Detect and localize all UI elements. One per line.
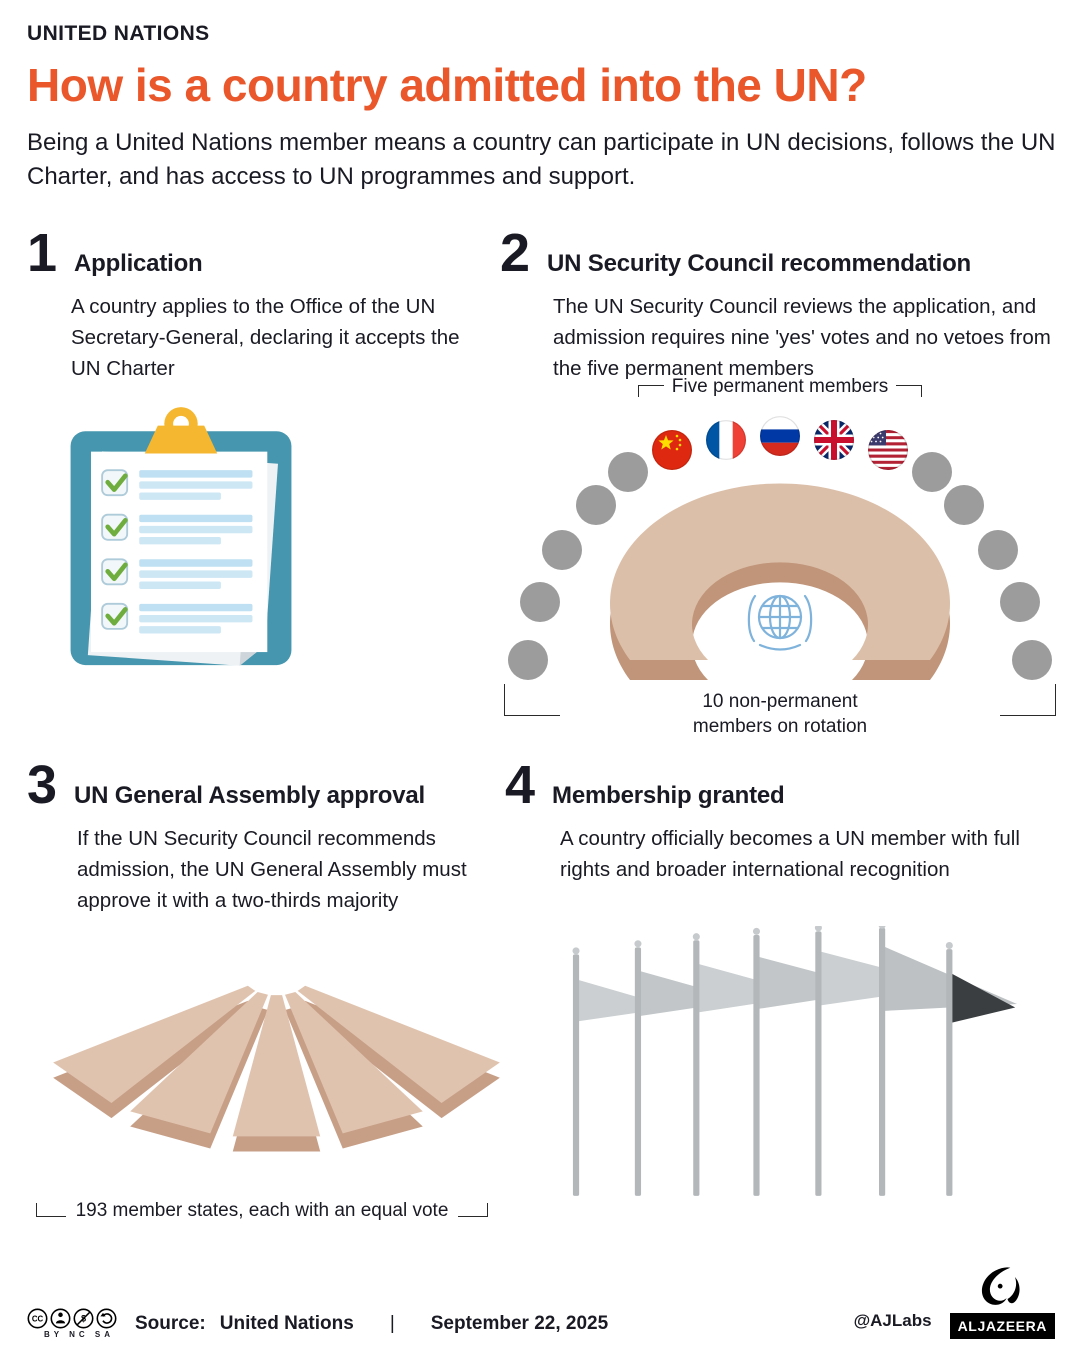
step-title: UN General Assembly approval [74,782,426,809]
member-states-label: 193 member states, each with an equal vo… [27,1200,497,1222]
uk-flag-icon [814,420,854,460]
step-body: A country applies to the Office of the U… [71,295,460,380]
horseshoe-table-icon [610,483,950,680]
cc-license: CC $ [27,1308,117,1339]
page-title: How is a country admitted into the UN? [27,59,867,111]
bracket-line [1000,684,1056,716]
aljazeera-wordmark: ALJAZEERA [949,1313,1055,1339]
non-permanent-seat-icon [508,640,548,680]
clipboard-icon [70,407,292,666]
cc-by-icon [50,1308,71,1329]
non-permanent-seat-icon [520,582,560,622]
step-body: A country officially becomes a UN member… [560,827,1020,881]
un-emblem-icon [747,594,813,651]
step-general-assembly: 3 UN General Assembly approval If the UN… [27,758,525,1333]
aljazeera-brand: ALJAZEERA [949,1265,1055,1339]
permanent-members-label: Five permanent members [500,376,1060,400]
clipboard-illustration [65,388,297,691]
footer: CC $ [27,1265,1055,1339]
publish-date: September 22, 2025 [430,1312,609,1334]
security-council-illustration: Five permanent members [500,376,1060,744]
general-assembly-illustration [49,963,504,1162]
bracket-line [896,385,923,397]
step-header: 2 UN Security Council recommendation [500,226,1062,280]
bracket-line [458,1203,489,1217]
non-permanent-seat-icon [1000,582,1040,622]
source-label: Source: [135,1312,206,1334]
step-number: 1 [27,223,58,283]
non-permanent-seat-icon [1012,640,1052,680]
step-body: The UN Security Council reviews the appl… [553,295,1051,380]
cc-labels: BY NC SA [43,1330,115,1339]
svg-text:CC: CC [32,1315,44,1324]
non-permanent-seat-icon [608,452,648,492]
russia-flag-icon [760,416,800,456]
step-header: 1 Application [27,226,497,280]
footer-left: CC $ [27,1308,608,1339]
security-council-table [500,402,1060,702]
non-permanent-seat-icon [912,452,952,492]
step-number: 2 [500,223,531,283]
china-flag-icon [652,430,692,470]
step-body: If the UN Security Council recommends ad… [77,827,467,912]
france-flag-icon [706,420,746,460]
aljazeera-logo-icon [982,1267,1020,1305]
step-title: Membership granted [552,782,785,809]
non-permanent-seat-icon [576,485,616,525]
header-kicker: UNITED NATIONS [27,22,210,45]
cc-nc-icon: $ [73,1308,94,1329]
step-header: 4 Membership granted [505,758,1065,812]
label-line: members on rotation [692,715,868,737]
cc-icon: CC [27,1308,48,1329]
header: UNITED NATIONS How is a country admitted… [27,22,1059,194]
assembly-seating-icon [53,985,500,1152]
page-subtitle: Being a United Nations member means a co… [27,129,1056,191]
bracket-line [504,684,560,716]
step-number: 4 [505,755,536,815]
ajlabs-handle: @AJLabs [853,1311,932,1330]
cc-sa-icon [96,1308,117,1329]
non-permanent-seat-icon [978,530,1018,570]
step-application: 1 Application A country applies to the O… [27,226,497,760]
step-security-council: 2 UN Security Council recommendation The… [500,226,1062,760]
step-membership-granted: 4 Membership granted A country officiall… [505,758,1065,1333]
flagpoles-icon [572,921,1017,1196]
step-header: 3 UN General Assembly approval [27,758,525,812]
footer-right: @AJLabs ALJAZEERA [854,1265,1055,1339]
source-value: United Nations [219,1312,354,1334]
usa-flag-icon [868,430,908,470]
separator: | [389,1312,395,1334]
bracket-line [35,1203,66,1217]
flags-illustration [557,921,1017,1201]
non-permanent-seat-icon [944,485,984,525]
bracket-line [637,385,664,397]
step-number: 3 [27,755,58,815]
step-title: UN Security Council recommendation [547,250,971,277]
non-permanent-seat-icon [542,530,582,570]
non-permanent-members-label: 10 non-permanent members on rotation [500,684,1060,744]
label-line: 10 non-permanent [702,691,858,712]
step-title: Application [74,250,203,277]
